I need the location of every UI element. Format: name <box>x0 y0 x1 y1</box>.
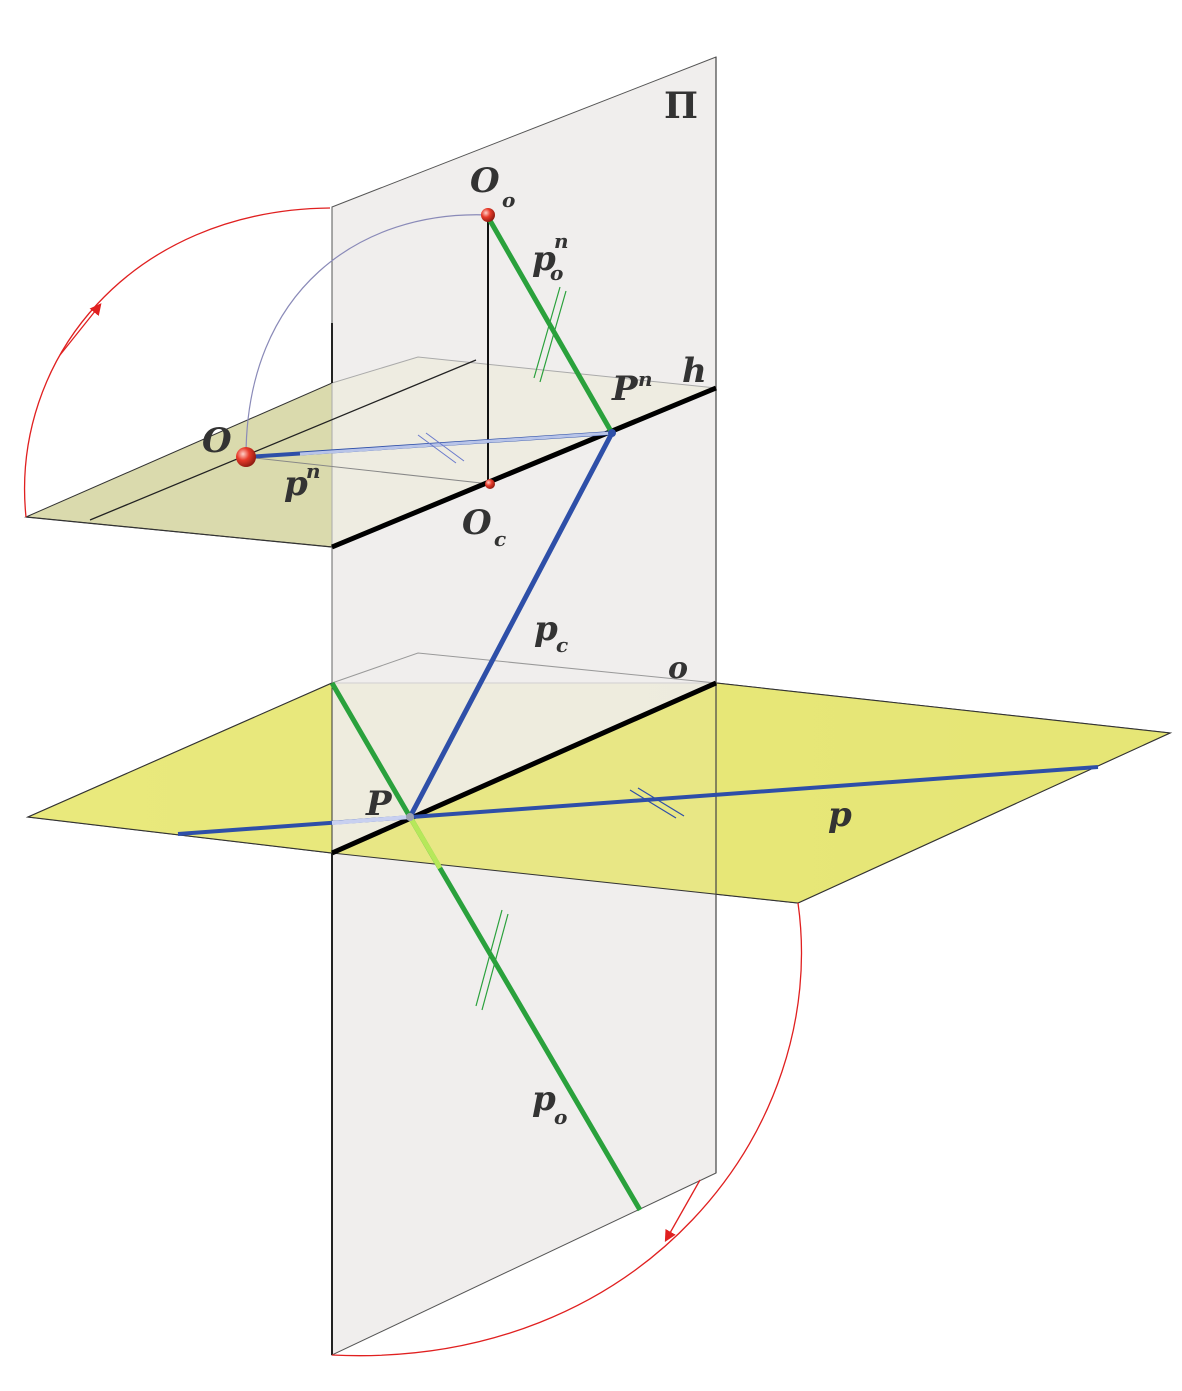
label-p-o-n-sup: n <box>554 229 569 253</box>
label-p-o: p <box>532 1079 556 1119</box>
label-p-c: p <box>534 609 558 649</box>
label-p-c-sub: c <box>556 633 568 657</box>
label-h: h <box>682 351 707 391</box>
label-p: P <box>365 784 393 824</box>
label-o-c-sub: c <box>494 527 506 551</box>
label-o-o-sub: o <box>502 188 515 212</box>
point-o-o-marker <box>481 208 495 222</box>
segment-p-o-back <box>329 681 413 819</box>
label-o-c: O <box>462 503 492 543</box>
label-p-o-n-sub: o <box>550 261 563 285</box>
label-p-n-seg: p <box>284 464 308 504</box>
tick-p-o <box>475 909 509 1011</box>
segment-p-o-n <box>485 215 615 435</box>
point-p-n-marker <box>608 429 616 437</box>
segment-p-n-highlight <box>299 431 613 456</box>
tick-p-o-n <box>533 286 567 383</box>
tick-p <box>629 787 685 819</box>
label-plane: Π <box>664 85 698 127</box>
label-p-o-sub: o <box>554 1105 567 1129</box>
label-p-n-sup: n <box>638 367 653 391</box>
rotation-arc-lower-arrow <box>664 1179 701 1243</box>
label-line-o: o <box>668 651 688 686</box>
point-o-c-marker <box>485 479 495 489</box>
upper-plane-inner-line <box>89 359 477 521</box>
point-o-marker <box>236 447 256 467</box>
line-o <box>330 680 718 856</box>
upper-plane-guide <box>245 456 491 485</box>
guide-arc <box>245 214 489 458</box>
segment-p-o <box>407 815 643 1212</box>
upper-plane-bottom-edge <box>25 516 333 548</box>
label-line-p: p <box>828 795 852 835</box>
label-p-n-seg-sup: n <box>306 459 321 483</box>
label-p-o-n: p <box>532 239 556 279</box>
line-h <box>331 385 717 550</box>
tick-p-n <box>417 432 465 464</box>
rotation-arc-upper-arrow <box>59 303 102 356</box>
line-p <box>177 765 1099 836</box>
segment-p-o-glow <box>407 815 443 870</box>
segment-p-c <box>407 431 615 819</box>
rotation-arc-lower <box>331 902 803 1357</box>
line-p-hidden <box>331 815 411 825</box>
point-p-marker <box>406 813 414 821</box>
label-p-n: P <box>611 369 639 409</box>
label-o: O <box>202 421 232 461</box>
label-o-o: O <box>470 161 500 201</box>
lower-plane-hidden-edge <box>331 652 717 684</box>
